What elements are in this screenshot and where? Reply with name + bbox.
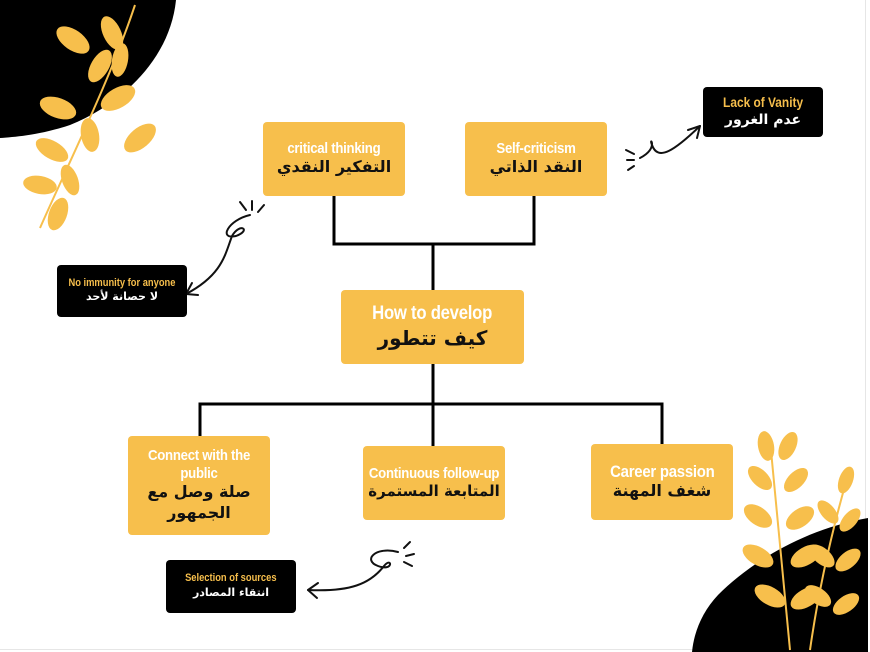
node-continuous-follow-up: Continuous follow-up المتابعة المستمرة	[363, 446, 505, 520]
node-label-ar: صلة وصل مع الجمهور	[147, 481, 251, 522]
node-label-en: Connect with the public	[147, 447, 251, 482]
node-label-en: Continuous follow-up	[368, 464, 500, 482]
leaf-branch-icon	[23, 4, 156, 231]
tree-connectors	[198, 194, 664, 448]
leaf-branch-icon	[742, 431, 861, 651]
note-label-en: Lack of Vanity	[722, 93, 804, 110]
note-lack-of-vanity: Lack of Vanity عدم الغرور	[703, 87, 823, 137]
node-label-en: Career passion	[609, 461, 715, 481]
node-self-criticism: Self-criticism النقد الذاتي	[465, 122, 607, 196]
node-label-en: How to develop	[372, 303, 493, 325]
corner-blob-top-left	[0, 0, 176, 138]
note-no-immunity: No immunity for anyone لا حصانة لأحد	[57, 265, 187, 317]
node-label-en: critical thinking	[287, 139, 381, 157]
note-selection-of-sources: Selection of sources انتقاء المصادر	[166, 560, 296, 613]
note-label-ar: انتقاء المصادر	[192, 585, 270, 599]
note-label-en: No immunity for anyone	[68, 276, 176, 289]
node-career-passion: Career passion شغف المهنة	[591, 444, 733, 520]
node-label-ar: شغف المهنة	[612, 481, 712, 501]
squiggle-arrow-icon	[625, 125, 701, 171]
node-label-ar: المتابعة المستمرة	[368, 481, 500, 500]
note-label-en: Selection of sources	[185, 572, 277, 585]
note-label-ar: لا حصانة لأحد	[85, 290, 159, 304]
squiggle-arrow-icon	[185, 200, 265, 296]
node-critical-thinking: critical thinking التفكير النقدي	[263, 122, 405, 196]
note-label-ar: عدم الغرور	[724, 112, 802, 129]
node-connect-with-the-public: Connect with the public صلة وصل مع الجمه…	[128, 436, 270, 535]
node-label-en: Self-criticism	[496, 139, 576, 157]
node-label-ar: التفكير النقدي	[276, 157, 392, 177]
node-label-ar: النقد الذاتي	[489, 157, 583, 177]
node-how-to-develop: How to develop كيف تتطور	[341, 290, 524, 364]
node-label-ar: كيف تتطور	[377, 325, 488, 350]
squiggle-arrow-icon	[307, 541, 415, 599]
